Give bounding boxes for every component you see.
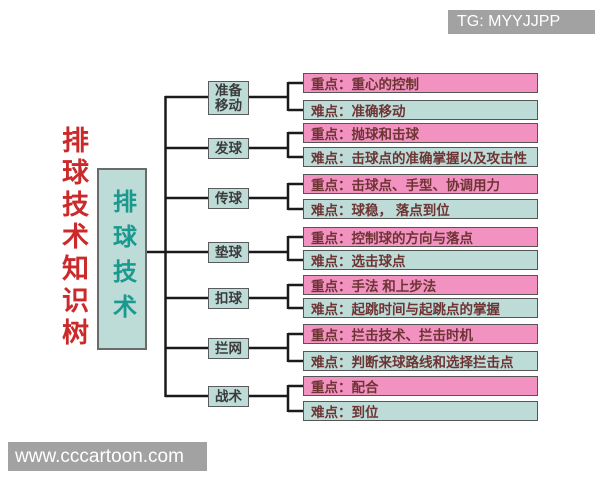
key-point-box: 重点：控制球的方向与落点: [303, 227, 538, 247]
tg-watermark-badge: TG: MYYJJPP: [448, 10, 595, 34]
branch-node-preparation-movement: 准备移动: [208, 81, 249, 115]
difficulty-box: 难点：起跳时间与起跳点的掌握: [303, 298, 538, 318]
branch-node-dig: 垫球: [208, 242, 249, 263]
difficulty-box: 难点：判断来球路线和选择拦击点: [303, 351, 538, 371]
root-node-label: 排球技术: [108, 189, 135, 329]
difficulty-box: 难点：选击球点: [303, 250, 538, 270]
site-watermark-badge: www.cccartoon.com: [8, 442, 207, 471]
key-point-box: 重点：配合: [303, 376, 538, 396]
branch-node-tactics: 战术: [208, 386, 249, 407]
branch-node-pass: 传球: [208, 188, 249, 209]
key-point-box: 重点：重心的控制: [303, 73, 538, 93]
difficulty-box: 难点：球稳， 落点到位: [303, 199, 538, 219]
key-point-box: 重点：手法 和上步法: [303, 275, 538, 295]
branch-node-block: 拦网: [208, 338, 249, 359]
diagram-title: 排球技术知识树: [58, 126, 88, 350]
key-point-box: 重点：拦击技术、拦击时机: [303, 324, 538, 344]
branch-node-spike: 扣球: [208, 288, 249, 309]
difficulty-box: 难点：击球点的准确掌握以及攻击性: [303, 147, 538, 167]
branch-node-serve: 发球: [208, 138, 249, 159]
difficulty-box: 难点：到位: [303, 401, 538, 421]
key-point-box: 重点：抛球和击球: [303, 123, 538, 143]
key-point-box: 重点：击球点、手型、协调用力: [303, 174, 538, 194]
root-node: 排球技术: [97, 168, 147, 350]
difficulty-box: 难点：准确移动: [303, 100, 538, 120]
